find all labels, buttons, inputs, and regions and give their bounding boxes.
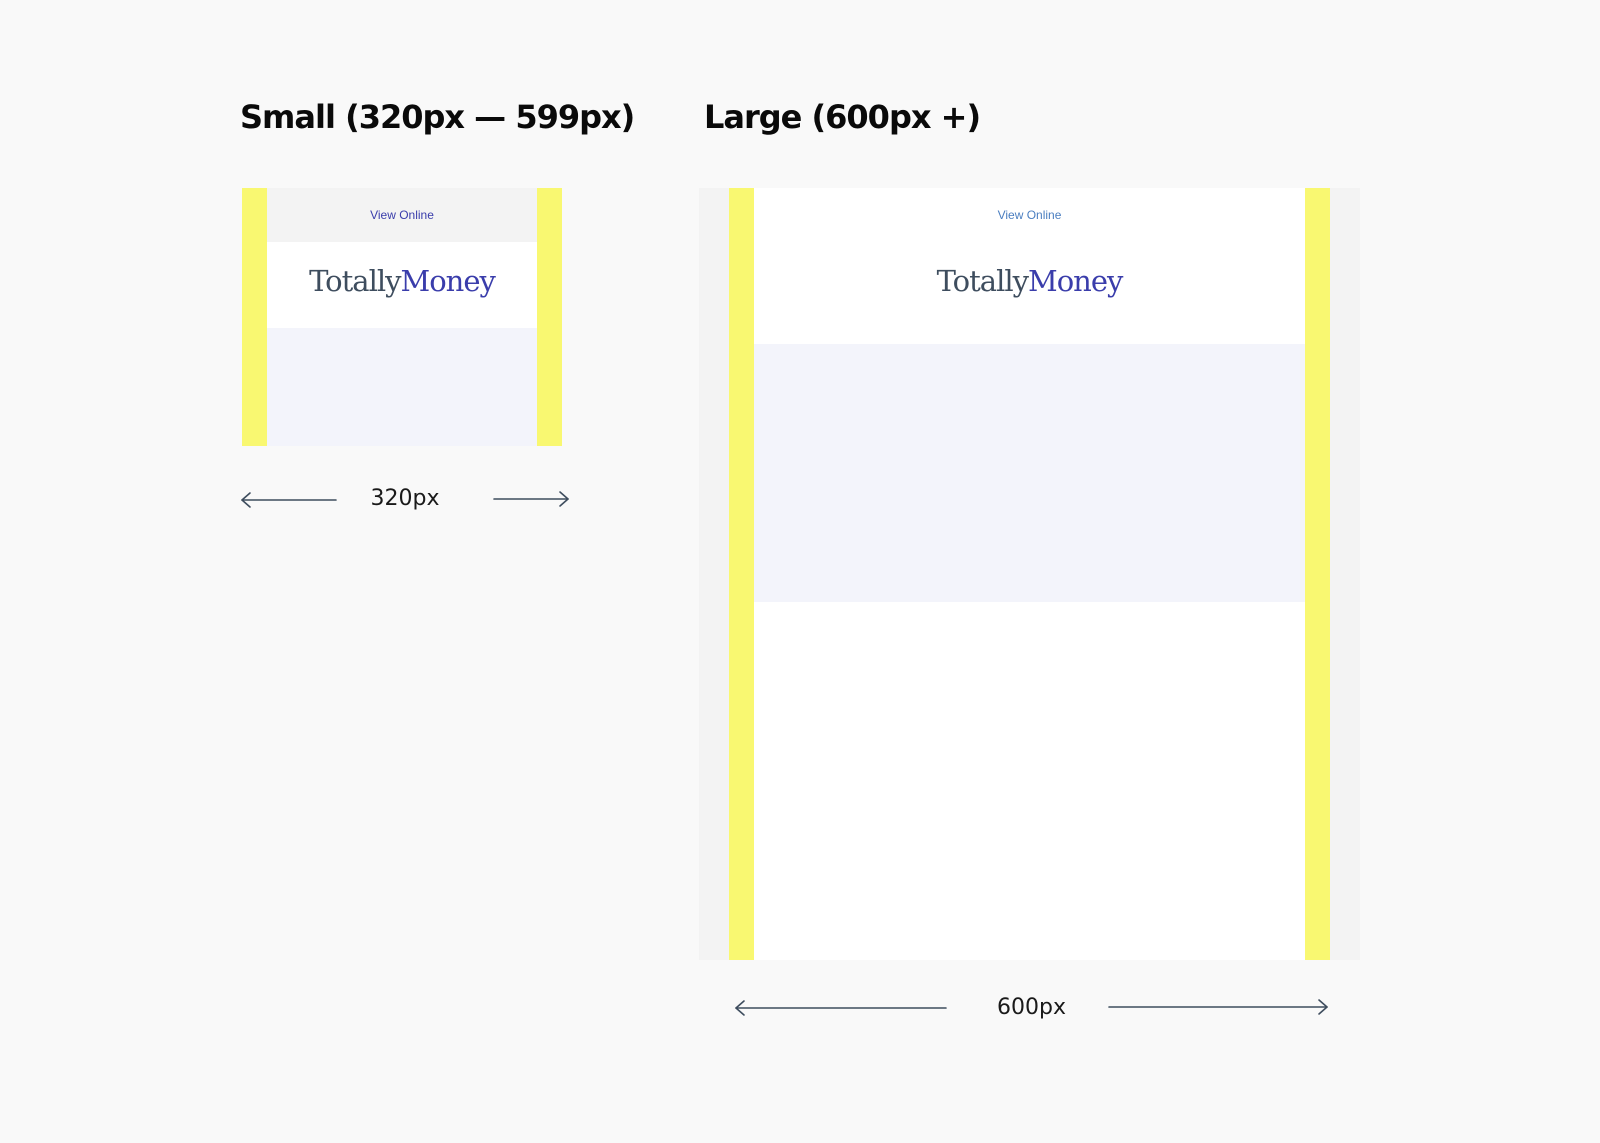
hero-block bbox=[754, 344, 1305, 602]
right-arrowhead-icon bbox=[1318, 999, 1328, 1015]
hero-block bbox=[267, 328, 537, 446]
email-body: View Online TotallyMoney bbox=[267, 188, 537, 446]
right-gutter bbox=[537, 188, 562, 446]
right-gutter bbox=[1305, 188, 1330, 960]
large-email-mockup: View Online TotallyMoney bbox=[699, 188, 1360, 960]
left-gutter bbox=[242, 188, 267, 446]
heading-small: Small (320px — 599px) bbox=[240, 98, 635, 136]
email-header bbox=[267, 242, 537, 328]
heading-large: Large (600px +) bbox=[704, 98, 981, 136]
view-online-link[interactable]: View Online bbox=[997, 208, 1062, 222]
width-annotation-large: 600px bbox=[734, 993, 1329, 1023]
dimension-label: 600px bbox=[997, 995, 1066, 1020]
width-annotation-small: 320px bbox=[240, 484, 570, 514]
left-arrowhead-icon bbox=[735, 1000, 745, 1016]
view-online-link[interactable]: View Online bbox=[370, 208, 434, 222]
logo-part-money: Money bbox=[400, 264, 496, 298]
left-gutter bbox=[729, 188, 754, 960]
logo-part-totally: Totally bbox=[936, 264, 1029, 298]
email-body: View Online TotallyMoney bbox=[754, 188, 1305, 960]
totallymoney-logo: TotallyMoney bbox=[754, 264, 1305, 298]
dimension-arrows bbox=[735, 999, 1328, 1016]
logo-part-totally: Totally bbox=[309, 264, 401, 298]
dimension-label: 320px bbox=[370, 486, 440, 511]
logo-part-money: Money bbox=[1028, 264, 1123, 298]
left-arrowhead-icon bbox=[241, 492, 251, 508]
dimension-arrows bbox=[241, 491, 569, 508]
small-email-mockup: View Online TotallyMoney bbox=[242, 188, 562, 446]
totallymoney-logo: TotallyMoney bbox=[267, 264, 537, 298]
right-arrowhead-icon bbox=[559, 491, 569, 507]
